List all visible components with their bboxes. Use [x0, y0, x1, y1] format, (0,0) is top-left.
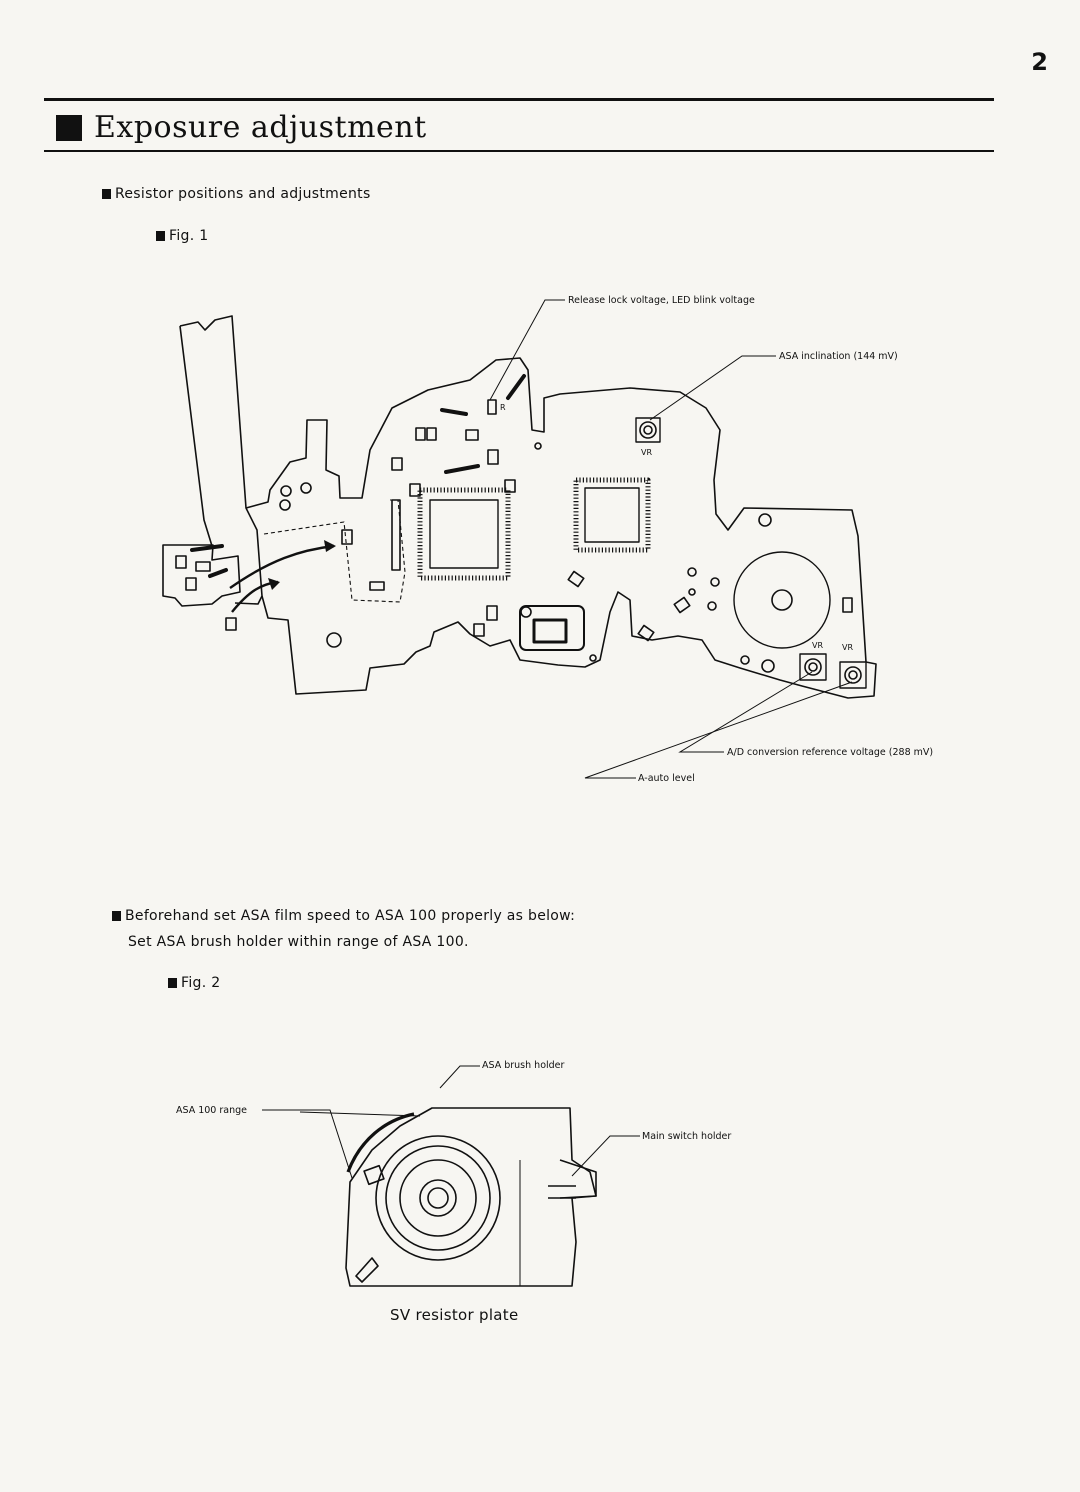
fig1-label: Fig. 1 — [156, 228, 208, 244]
release-lock-label: Release lock voltage, LED blink voltage — [568, 295, 755, 306]
motor-circle — [733, 551, 831, 649]
flex-strip-outline — [179, 315, 263, 605]
title-top-rule — [44, 98, 994, 101]
r-designator: R — [500, 403, 506, 412]
vr4-designator: VR — [641, 448, 652, 457]
section-title: Exposure adjustment — [56, 110, 427, 145]
connector-block — [519, 605, 585, 651]
vr2-pot — [839, 661, 867, 689]
heading-bullet — [102, 189, 111, 199]
title-bottom-rule — [44, 150, 994, 152]
set-asa-line: Set ASA brush holder within range of ASA… — [128, 934, 469, 950]
title-square-bullet — [56, 114, 82, 141]
a-auto-level-leader — [584, 681, 853, 779]
fig2-bullet — [168, 978, 177, 988]
ad-conversion-label: A/D conversion reference voltage (288 mV… — [727, 747, 933, 758]
ic-chip-right — [584, 487, 640, 543]
title-text: Exposure adjustment — [94, 110, 427, 145]
release-lock-leader — [489, 299, 565, 401]
vr1-pot — [799, 653, 827, 681]
asa-inclination-label: ASA inclination (144 mV) — [779, 351, 898, 362]
fig2-caption: SV resistor plate — [390, 1306, 519, 1324]
main-board-outline — [245, 357, 877, 699]
ad-conversion-leader — [678, 671, 813, 753]
vr2-designator: VR — [842, 643, 853, 652]
beforehand-line: Beforehand set ASA film speed to ASA 100… — [112, 908, 575, 924]
vr1-designator: VR — [812, 641, 823, 650]
fig2-label: Fig. 2 — [168, 975, 220, 991]
resistor-heading-text: Resistor positions and adjustments — [115, 186, 371, 202]
fig2-label-text: Fig. 2 — [181, 975, 221, 991]
mount-hole — [280, 485, 292, 497]
a-auto-level-label: A-auto level — [638, 773, 695, 784]
left-board-outline — [162, 544, 241, 607]
beforehand-text: Beforehand set ASA film speed to ASA 100… — [125, 908, 576, 924]
fig1-bullet — [156, 231, 165, 241]
beforehand-bullet — [112, 911, 121, 921]
asa-inclination-leader — [649, 355, 776, 421]
resistor-heading: Resistor positions and adjustments — [102, 186, 371, 202]
vr4-pot — [635, 417, 661, 443]
fig1-label-text: Fig. 1 — [169, 228, 209, 244]
ic-chip-left — [429, 499, 499, 569]
arrow-curve-upper — [229, 544, 335, 589]
page-number: 2 — [1031, 48, 1048, 76]
